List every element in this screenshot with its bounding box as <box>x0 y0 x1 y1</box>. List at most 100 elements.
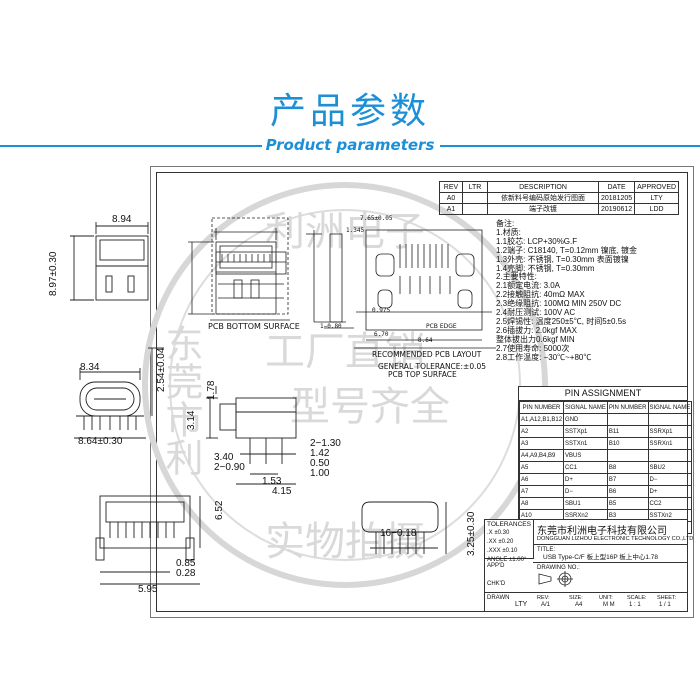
label-tolerance: GENERAL TOLERANCE:±0.05 <box>378 362 487 371</box>
pin-cell: B10 <box>606 437 649 450</box>
revision-cell: LDD <box>634 203 680 215</box>
pin-cell: SSRXn1 <box>647 437 693 450</box>
rev-label: REV: <box>537 595 550 601</box>
pcb-side-view <box>210 217 290 321</box>
pcb-bottom-view <box>188 228 278 315</box>
label-pcb-edge: PCB EDGE <box>426 323 457 330</box>
bottom-view-connector <box>95 495 201 585</box>
dim-8-34: 8.34 <box>80 362 100 373</box>
chkd-label: CHK'D <box>487 581 506 587</box>
spec-note-line: 2.4耐压测试: 100V AC <box>496 308 576 318</box>
sheet-value: 1 / 1 <box>659 602 671 608</box>
tolerance-box: TOLERANCES .X ±0.30 .XX ±0.20 .XXX ±0.10… <box>485 520 534 563</box>
watermark-mid: 型号齐全 <box>290 385 450 429</box>
dim-8-94: 8.94 <box>112 214 132 225</box>
pin-col-header: SIGNAL NAME <box>563 401 608 414</box>
watermark-left: 东莞市利 <box>159 324 202 476</box>
pin-cell: SSTXn1 <box>563 437 608 450</box>
tolerance-row: .XXX ±0.10 <box>487 548 518 554</box>
revision-col-date: DATE <box>597 181 636 193</box>
dim-0-85: 0.85 <box>176 558 196 569</box>
pin-cell: SBU1 <box>563 497 608 510</box>
pin-cell: SSRXp1 <box>647 425 693 438</box>
title-block: TOLERANCES .X ±0.30 .XX ±0.20 .XXX ±0.10… <box>484 519 693 612</box>
tolerance-label: TOLERANCES <box>487 521 531 528</box>
pin-cell <box>647 413 693 426</box>
dim-0-18: 16−0.18 <box>380 528 417 539</box>
revision-table: REV LTR DESCRIPTION DATE APPROVED A0 依新料… <box>439 181 680 215</box>
spec-note-line: 1.3外壳: 不锈钢, T=0.30mm 表面镀镍 <box>496 254 629 264</box>
company-name-cn: 东莞市利洲电子科技有限公司 <box>537 526 667 537</box>
side-bracket-view <box>306 230 354 329</box>
unit-label: UNIT: <box>599 595 613 601</box>
drawn-value: LTY <box>515 601 528 608</box>
pin-cell: A1,A12,B1,B12 <box>518 413 565 426</box>
size-label: SIZE: <box>569 595 583 601</box>
pin-col-header: SIGNAL NAME <box>647 401 693 414</box>
pin-cell: GND <box>563 413 608 426</box>
spec-note-line: 2.3绝缘阻抗: 100MΩ MIN 250V DC <box>496 299 622 309</box>
dim-8-64: 8.64±0.30 <box>78 436 123 447</box>
pin-cell: D+ <box>563 473 608 486</box>
pin-cell: D− <box>563 485 608 498</box>
pin-assignment-title: PIN ASSIGNMENT <box>519 387 687 401</box>
spec-note-line: 备注: <box>496 219 515 228</box>
scale-label: SCALE: <box>627 595 647 601</box>
top-view-connector <box>70 222 149 301</box>
sheet-label: SHEET: <box>657 595 677 601</box>
label-recommended: RECOMMENDED PCB LAYOUT <box>372 350 482 359</box>
pin-cell: SSTXp1 <box>563 425 608 438</box>
dim-1-30: 2−1.30 <box>310 438 341 449</box>
pin-header-row: PIN NUMBER SIGNAL NAME PIN NUMBER SIGNAL… <box>518 401 693 414</box>
pin-cell: A2 <box>518 425 565 438</box>
dim-1-345: 1.345 <box>346 227 365 234</box>
recommended-pcb-layout <box>354 229 496 349</box>
label-pcb-top: PCB TOP SURFACE <box>388 370 457 379</box>
spec-note-line: 2.7使用寿命: 5000次 <box>496 343 570 353</box>
tolerance-row: .X ±0.30 <box>487 530 510 536</box>
pin-assignment-table: PIN ASSIGNMENT PIN NUMBER SIGNAL NAME PI… <box>518 386 693 535</box>
revision-cell: 20190612 <box>597 203 636 215</box>
pin-cell: A4,A9,B4,B9 <box>518 449 565 462</box>
pin-cell: A8 <box>518 497 565 510</box>
dim-3-40: 3.40 <box>214 452 234 463</box>
page-title: 产品参数 <box>269 91 430 132</box>
pin-cell: CC1 <box>563 461 608 474</box>
dim-3-14: 3.14 <box>186 410 197 430</box>
drawing-no-label: DRAWING NO.: <box>537 565 580 571</box>
dim-8-97: 8.97±0.30 <box>48 251 59 296</box>
spec-note-line: 1.4壳脚: 不锈钢, T=0.30mm <box>496 263 595 273</box>
unit-value: M M <box>603 602 615 608</box>
pin-cell: SBU2 <box>647 461 693 474</box>
pin-col-header: PIN NUMBER <box>606 401 649 414</box>
title-value: USB Type-C/F 板上型16P 板上中心1.78 <box>543 554 658 561</box>
pin-cell <box>606 413 649 426</box>
dim-5-95: 5.95 <box>138 584 158 595</box>
side-view-connector <box>206 386 297 485</box>
pin-cell: A7 <box>518 485 565 498</box>
pin-cell: B7 <box>606 473 649 486</box>
tolerance-row: .XX ±0.20 <box>487 539 514 545</box>
pin-cell <box>606 449 649 462</box>
watermark-seal: 利洲电子 东莞市利 工厂直销 型号齐全 实物拍摄 <box>142 182 548 588</box>
technical-drawing <box>188 217 496 349</box>
projection-symbol <box>538 571 573 587</box>
dim-0-28: 0.28 <box>176 568 196 579</box>
company-name-en: DONGGUAN LIZHOU ELECTRONIC TECHNOLOGY CO… <box>537 536 694 542</box>
dim-1-00: 1.00 <box>310 468 330 479</box>
spec-note-line: 1.材质: <box>496 227 521 237</box>
spec-note-line: 2.8工作温度: −30℃~+80℃ <box>496 352 592 362</box>
size-value: A4 <box>575 602 583 608</box>
iso-view-connector <box>361 501 447 554</box>
dim-0-90: 2−0.90 <box>214 462 245 473</box>
dim-6-52: 6.52 <box>214 500 225 520</box>
revision-header-row: REV LTR DESCRIPTION DATE APPROVED <box>439 181 680 193</box>
appd-label: APP'D <box>487 563 505 569</box>
label-pcb-bottom: PCB BOTTOM SURFACE <box>208 322 300 331</box>
